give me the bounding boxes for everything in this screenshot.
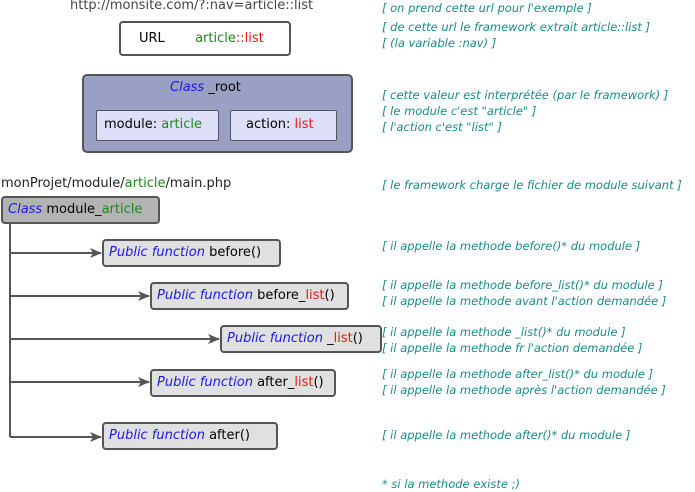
note-line: [ il appelle la methode après l'action d…: [382, 383, 666, 397]
note-line: [ le module c'est "article" ]: [382, 104, 537, 118]
note-before: [ il appelle la methode before()* du mod…: [382, 238, 640, 254]
note-line: [ de cette url le framework extrait arti…: [382, 20, 651, 34]
note-footnote: * si la methode existe ;): [382, 476, 520, 492]
note-after: [ il appelle la methode after()* du modu…: [382, 427, 630, 443]
function-name-suffix: (): [352, 331, 363, 346]
url-text: http://monsite.com/?:nav=article::list: [70, 0, 314, 13]
module-class-name-prefix: module_: [42, 202, 102, 217]
function-keyword: Public function: [109, 245, 205, 260]
note-line: [ il appelle la methode fr l'action dema…: [382, 341, 643, 355]
module-value-box: module: article: [96, 110, 219, 141]
function-before-box: Public function before(): [102, 239, 281, 267]
url-label: URL: [139, 31, 165, 46]
note-line: [ il appelle la methode before_list()* d…: [382, 278, 663, 292]
root-class-keyword: Class: [170, 80, 205, 95]
function-keyword: Public function: [157, 375, 253, 390]
function-keyword: Public function: [157, 288, 253, 303]
module-file-path: monProjet/module/article/main.php: [1, 176, 231, 191]
function-list-box: Public function _list(): [220, 325, 382, 353]
module-label: module:: [104, 117, 162, 132]
root-class-box: Class _root module: article action: list: [82, 74, 353, 153]
function-name-action: list: [294, 375, 314, 390]
url-value-sep: ::: [235, 31, 245, 46]
note-line: [ il appelle la methode _list()* du modu…: [382, 325, 626, 339]
function-name-suffix: (): [324, 288, 335, 303]
module-class-box: Class module_article: [1, 196, 160, 224]
note-line: [ cette valeur est interprétée (par le f…: [382, 88, 669, 102]
note-line: [ le framework charge le fichier de modu…: [382, 178, 682, 192]
action-value: list: [294, 117, 314, 132]
module-class-keyword: Class: [8, 202, 43, 217]
function-name-action: list: [333, 331, 353, 346]
module-value: article: [161, 117, 203, 132]
url-box: URL article::list: [119, 21, 291, 56]
url-value-module: article: [195, 31, 236, 46]
function-name-action: list: [305, 288, 325, 303]
note-url-example: [ on prend cette url pour l'exemple ]: [382, 0, 592, 16]
note-line: [ il appelle la methode before()* du mod…: [382, 239, 641, 253]
path-prefix: monProjet/module/: [1, 176, 125, 191]
function-name-suffix: (): [239, 428, 250, 443]
note-line: [ il appelle la methode after_list()* du…: [382, 367, 653, 381]
url-value-action: list: [244, 31, 264, 46]
function-name-suffix: (): [313, 375, 324, 390]
note-line: * si la methode existe ;): [382, 477, 520, 491]
note-line: [ l'action c'est "list" ]: [382, 120, 502, 134]
note-load-module: [ le framework charge le fichier de modu…: [382, 177, 682, 193]
function-after-list-box: Public function after_list(): [150, 369, 336, 397]
function-keyword: Public function: [109, 428, 205, 443]
function-after-box: Public function after(): [102, 422, 278, 450]
note-interpret: [ cette valeur est interprétée (par le f…: [382, 87, 668, 135]
function-name-prefix: after_: [252, 375, 295, 390]
root-class-name: _root: [204, 80, 241, 95]
function-name-prefix: after: [204, 428, 240, 443]
root-class-title: Class _root: [170, 80, 241, 95]
path-module: article: [124, 176, 166, 191]
note-line: [ on prend cette url pour l'exemple ]: [382, 1, 592, 15]
function-keyword: Public function: [227, 331, 323, 346]
function-name-suffix: (): [250, 245, 262, 260]
note-before-list: [ il appelle la methode before_list()* d…: [382, 277, 666, 309]
path-suffix: /main.php: [165, 176, 232, 191]
function-name-prefix: before: [204, 245, 251, 260]
note-list: [ il appelle la methode _list()* du modu…: [382, 324, 642, 356]
note-line: [ il appelle la methode avant l'action d…: [382, 294, 667, 308]
function-name-prefix: before_: [252, 288, 306, 303]
note-after-list: [ il appelle la methode after_list()* du…: [382, 366, 666, 398]
function-before-list-box: Public function before_list(): [150, 282, 349, 310]
note-line: [ il appelle la methode after()* du modu…: [382, 428, 631, 442]
action-value-box: action: list: [230, 110, 337, 141]
note-extract: [ de cette url le framework extrait arti…: [382, 19, 650, 51]
note-line: [ (la variable :nav) ]: [382, 36, 497, 50]
module-class-name-module: article: [101, 202, 143, 217]
function-name-prefix: _: [322, 331, 334, 346]
action-label: action:: [246, 117, 295, 132]
